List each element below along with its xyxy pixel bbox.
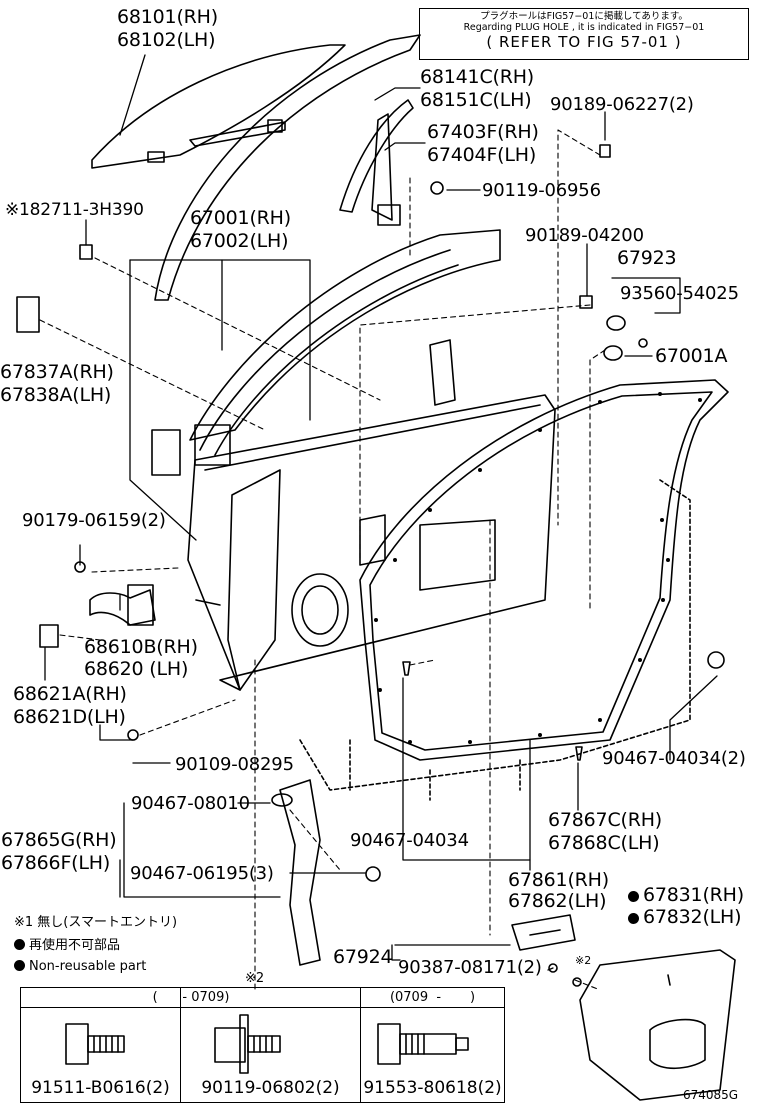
plug-hole-note-en: Regarding PLUG HOLE , it is indicated in… (463, 22, 705, 33)
label-67924: 67924 (333, 946, 393, 968)
refer-to-fig-box: プラグホールはFIG57−01に掲載してあります。 Regarding PLUG… (419, 8, 749, 60)
dashed-guide-lines (39, 129, 606, 991)
division-bar-drawing (371, 113, 401, 226)
label-90387-08171: 90387-08171(2) (398, 957, 542, 978)
label-68620: 68620 (LH) (84, 658, 189, 680)
label-star2-table: ※2 (245, 971, 265, 986)
clip-fill-marks (374, 392, 702, 744)
legend-non-reusable-jp-text: 再使用不可部品 (29, 938, 121, 953)
label-67923: 67923 (617, 247, 677, 269)
door-check-assembly-drawing (89, 584, 156, 626)
bolt-variant-table: ( - 0709) (0709 - ) 91511-B0616(2) 90119… (20, 987, 505, 1103)
legend-non-reusable-en: Non-reusable part (14, 959, 146, 974)
bolt-part-91553: 91553-80618(2) (363, 1078, 502, 1098)
service-hole-cover-outline (299, 479, 691, 801)
legend-non-reusable-jp: 再使用不可部品 (14, 938, 120, 953)
label-90467-04034-2: 90467-04034(2) (602, 748, 746, 769)
label-67001a: 67001A (655, 345, 728, 367)
plug-hole-note-jp: プラグホールはFIG57−01に掲載してあります。 (480, 11, 688, 22)
door-panel-drawing (151, 229, 556, 691)
bolt-91511-drawing (65, 1023, 125, 1065)
label-67831-text: 67831(RH) (643, 884, 744, 906)
label-90189-04200: 90189-04200 (525, 225, 644, 246)
label-67832: 67832(LH) (628, 906, 742, 928)
bolt-table-header-early: ( - 0709) (21, 988, 361, 1008)
figure-code: 674085G (683, 1088, 739, 1102)
bolt-91553-drawing (377, 1023, 469, 1065)
label-star2-small: ※2 (575, 954, 592, 967)
bolt-part-90119: 90119-06802(2) (201, 1078, 340, 1098)
door-trim-board-drawing (579, 949, 736, 1101)
bolt-table-cell-2: 90119-06802(2) (181, 988, 361, 1102)
label-67867c: 67867C(RH) (548, 809, 663, 831)
label-68610b: 68610B(RH) (84, 636, 198, 658)
legend-non-reusable-en-text: Non-reusable part (29, 959, 147, 974)
label-93560-54025: 93560-54025 (620, 283, 739, 304)
non-reusable-dot-icon (628, 913, 639, 924)
glass-run-channel-drawing (154, 34, 421, 301)
label-67861: 67861(RH) (508, 869, 609, 891)
label-68141c: 68141C(RH) (420, 66, 535, 88)
label-90467-08010: 90467-08010 (131, 793, 250, 814)
label-68621a: 68621A(RH) (13, 683, 127, 705)
label-90109-08295: 90109-08295 (175, 754, 294, 775)
bolt-90119-drawing (214, 1014, 281, 1074)
door-glass-drawing (91, 44, 346, 169)
label-67865g: 67865G(RH) (1, 829, 117, 851)
label-90467-04034: 90467-04034 (350, 830, 469, 851)
label-67002: 67002(LH) (190, 230, 289, 252)
armrest-bracket-drawing (511, 914, 576, 951)
non-reusable-dot-icon (628, 891, 639, 902)
bolt-table-cell-3: 91553-80618(2) (361, 988, 504, 1102)
label-90467-06195: 90467-06195(3) (130, 863, 274, 884)
bolt-part-91511: 91511-B0616(2) (31, 1078, 170, 1098)
label-68101: 68101(RH) (117, 6, 218, 28)
label-67868c: 67868C(LH) (548, 832, 660, 854)
label-67403f: 67403F(RH) (427, 121, 539, 143)
label-67837a: 67837A(RH) (0, 361, 114, 383)
refer-to-fig-label: ( REFER TO FIG 57-01 ) (486, 33, 682, 51)
non-reusable-dot-icon (14, 960, 25, 971)
bolt-table-header-late: (0709 - ) (361, 988, 504, 1008)
label-67838a: 67838A(LH) (0, 384, 112, 406)
bolt-table-cell-1: 91511-B0616(2) (21, 988, 181, 1102)
inner-trim-strip-drawing (279, 779, 321, 966)
door-weatherstrip-drawing (359, 379, 729, 761)
label-67832-text: 67832(LH) (643, 906, 742, 928)
label-90119-06956: 90119-06956 (482, 180, 601, 201)
label-67862: 67862(LH) (508, 890, 607, 912)
label-67404f: 67404F(LH) (427, 144, 537, 166)
non-reusable-dot-icon (14, 939, 25, 950)
label-68151c: 68151C(LH) (420, 89, 532, 111)
label-68102: 68102(LH) (117, 29, 216, 51)
label-90179-06159: 90179-06159(2) (22, 510, 166, 531)
label-67831: 67831(RH) (628, 885, 744, 906)
label-182711-3h390: ※182711-3H390 (5, 200, 144, 220)
label-90189-06227: 90189-06227(2) (550, 94, 694, 115)
label-68621d: 68621D(LH) (13, 706, 126, 728)
label-67866f: 67866F(LH) (1, 852, 111, 874)
legend-note-smart-entry: ※1 無し(スマートエントリ) (14, 915, 178, 930)
leader-lines (44, 54, 718, 971)
label-67001: 67001(RH) (190, 207, 291, 229)
fastener-parts (16, 144, 725, 987)
